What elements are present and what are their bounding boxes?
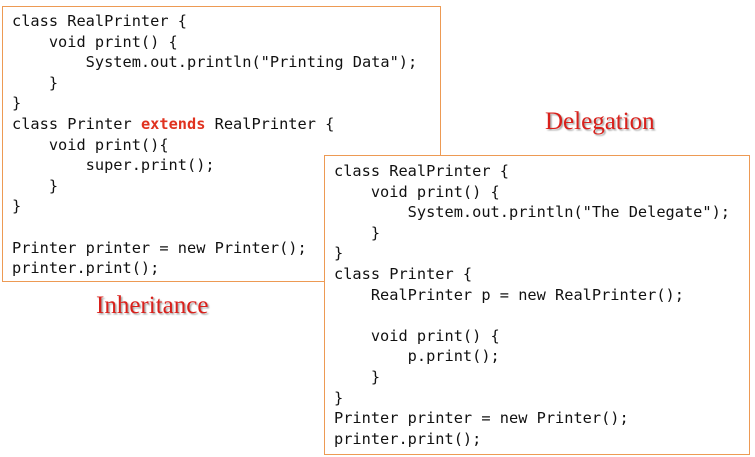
- code-text: class Printer: [12, 114, 141, 133]
- code-line: Printer printer = new Printer();: [12, 238, 307, 257]
- code-line: }: [12, 73, 59, 92]
- code-line: }: [334, 367, 381, 386]
- code-line-blank: [334, 305, 749, 326]
- code-line: }: [12, 94, 22, 113]
- code-line: class RealPrinter {: [12, 12, 187, 30]
- code-line: void print() {: [334, 326, 500, 345]
- code-line: }: [12, 176, 59, 195]
- code-line: System.out.println("Printing Data");: [12, 53, 418, 72]
- code-text: RealPrinter {: [205, 114, 335, 133]
- code-line: }: [334, 244, 344, 263]
- code-line: printer.print();: [334, 429, 482, 448]
- code-line: void print() {: [334, 182, 500, 201]
- code-line: void print() {: [12, 32, 178, 51]
- extends-keyword: extends: [140, 114, 206, 133]
- code-line: printer.print();: [12, 259, 160, 278]
- code-line: RealPrinter p = new RealPrinter();: [334, 285, 684, 304]
- code-line: class Printer {: [334, 264, 473, 283]
- inheritance-caption: Inheritance: [96, 292, 209, 319]
- code-line: class RealPrinter {: [334, 162, 509, 180]
- code-line-extends: class Printer extends RealPrinter {: [12, 114, 440, 135]
- code-line: p.print();: [334, 347, 500, 366]
- code-line: Printer printer = new Printer();: [334, 409, 629, 428]
- inheritance-code-box: class RealPrinter { void print() { Syste…: [2, 6, 441, 282]
- code-line: }: [334, 388, 344, 407]
- code-line: void print(){: [12, 135, 169, 154]
- delegation-code-box: class RealPrinter { void print() { Syste…: [324, 155, 750, 455]
- delegation-caption: Delegation: [545, 108, 655, 135]
- code-line: }: [334, 223, 381, 242]
- code-line: super.print();: [12, 156, 215, 175]
- code-line: System.out.println("The Delegate");: [334, 203, 731, 222]
- code-line: }: [12, 197, 22, 216]
